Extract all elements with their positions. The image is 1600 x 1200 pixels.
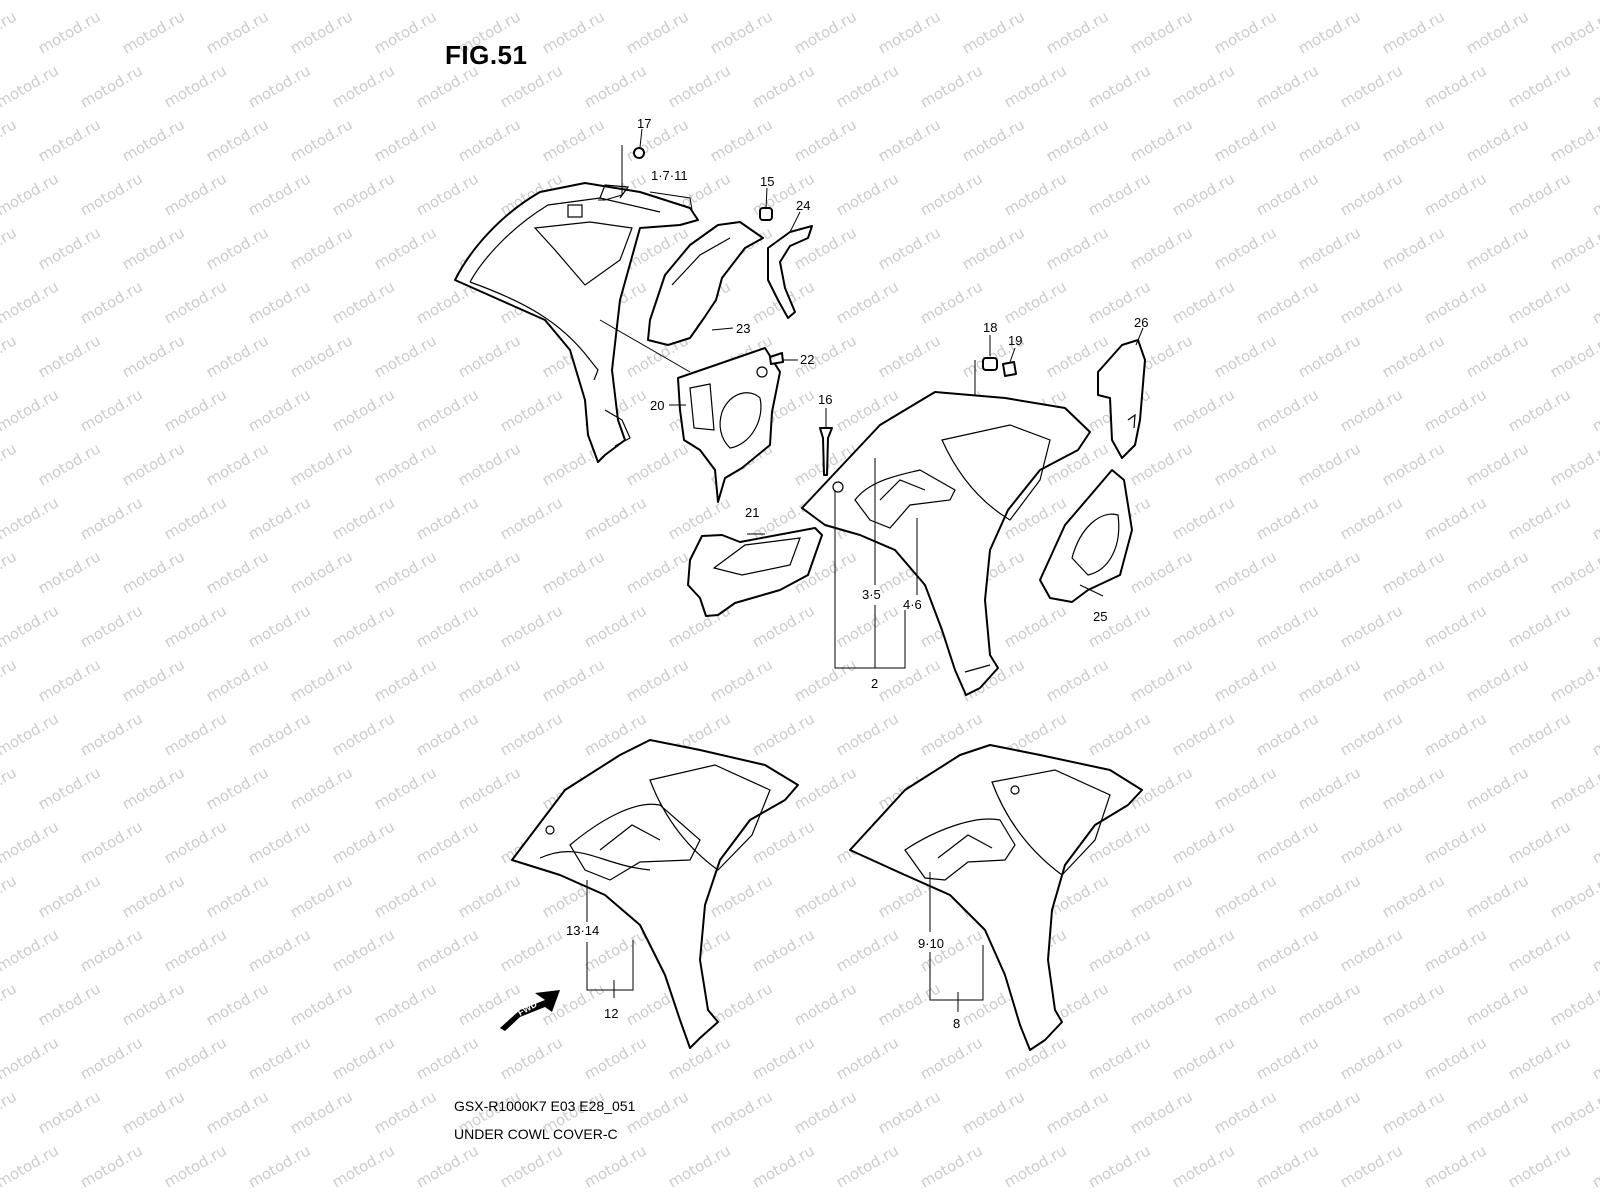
- fastener-15: [759, 207, 773, 221]
- callout-15: 15: [760, 174, 774, 189]
- forward-direction-arrow: FWD: [500, 990, 560, 1031]
- under-cowl-main-part: [801, 391, 1091, 696]
- callout-22: 22: [800, 352, 814, 367]
- callouts: 17 1·7·11 15 24 23 22 20 18 19 26 16 21 …: [566, 116, 1148, 1031]
- cover-25-part: [1039, 469, 1133, 603]
- fastener-17: [633, 147, 645, 159]
- under-cowl-8-part: [849, 744, 1143, 1051]
- screw-19: [1002, 361, 1017, 377]
- callout-8: 8: [953, 1016, 960, 1031]
- inner-panel-21-part: [687, 527, 823, 617]
- side-cowl-part: [454, 182, 699, 463]
- callout-19: 19: [1008, 333, 1022, 348]
- callout-18: 18: [983, 320, 997, 335]
- callout-26: 26: [1134, 315, 1148, 330]
- inner-panel-20-part: [677, 347, 781, 503]
- screw-22: [769, 352, 784, 365]
- figure-title: FIG.51: [445, 40, 528, 70]
- inner-shield-part: [647, 221, 764, 346]
- callout-17: 17: [637, 116, 651, 131]
- callout-25: 25: [1093, 609, 1107, 624]
- callout-20: 20: [650, 398, 664, 413]
- screw-16: [819, 427, 833, 476]
- callout-24: 24: [796, 198, 810, 213]
- callout-3-5: 3·5: [862, 587, 881, 602]
- callout-21: 21: [745, 505, 759, 520]
- callout-1-7-11: 1·7·11: [651, 168, 688, 183]
- bracket-24-part: [767, 225, 813, 319]
- callout-9-10: 9·10: [918, 936, 944, 951]
- part-group-caption: UNDER COWL COVER-C: [454, 1126, 618, 1142]
- callout-12: 12: [604, 1006, 618, 1021]
- callout-16: 16: [818, 392, 832, 407]
- fwd-label: FWD: [516, 999, 539, 1018]
- callout-23: 23: [736, 321, 750, 336]
- model-code-caption: GSX-R1000K7 E03 E28_051: [454, 1098, 636, 1114]
- callout-2: 2: [871, 676, 878, 691]
- callout-13-14: 13·14: [566, 923, 599, 938]
- callout-4-6: 4·6: [903, 597, 922, 612]
- nut-18: [982, 357, 998, 371]
- under-cowl-12-part: [511, 739, 799, 1049]
- leader-lines: [586, 128, 1144, 1012]
- bracket-26-part: [1097, 339, 1146, 459]
